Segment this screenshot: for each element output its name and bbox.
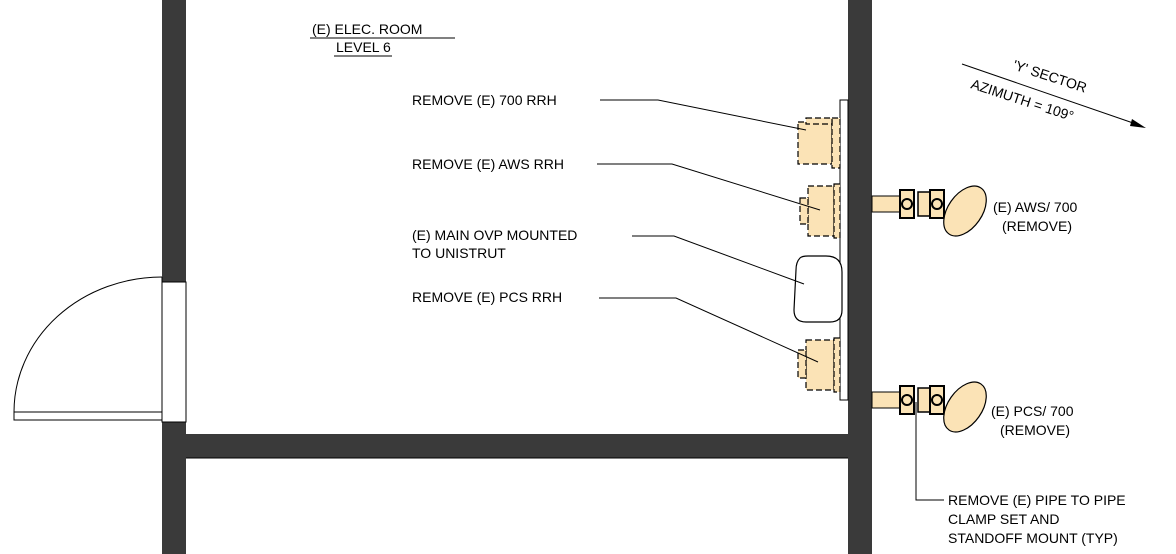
leader-aws-rrh <box>597 163 821 211</box>
callout-remove-700-rrh: REMOVE (E) 700 RRH <box>412 92 557 108</box>
rrh-pcs <box>797 337 841 393</box>
sector-name: 'Y' SECTOR <box>1011 57 1089 96</box>
antenna-aws <box>871 185 987 237</box>
callout-ovp-line2: TO UNISTRUT <box>412 245 506 261</box>
right-wall <box>848 0 872 554</box>
room-name: (E) ELEC. ROOM <box>312 21 422 37</box>
callout-clamp-line1: REMOVE (E) PIPE TO PIPE <box>948 492 1126 508</box>
door-opening <box>161 281 187 423</box>
left-wall-upper <box>162 0 186 282</box>
callout-antenna-pcs-line2: (REMOVE) <box>1000 422 1070 438</box>
door <box>13 276 187 423</box>
main-ovp <box>793 255 843 323</box>
left-wall-lower <box>162 422 186 554</box>
room-title: (E) ELEC. ROOM LEVEL 6 <box>310 21 455 57</box>
callout-antenna-aws-line1: (E) AWS/ 700 <box>993 199 1078 215</box>
callout-remove-aws-rrh: REMOVE (E) AWS RRH <box>412 156 564 172</box>
azimuth-arrow-line <box>961 63 1137 125</box>
callout-antenna-pcs-line1: (E) PCS/ 700 <box>991 403 1074 419</box>
leader-ovp <box>632 235 805 285</box>
callouts: REMOVE (E) 700 RRH REMOVE (E) AWS RRH (E… <box>412 92 1126 546</box>
azimuth-arrowhead <box>1130 119 1146 128</box>
rrh-700 <box>797 117 841 169</box>
unistrut-plate <box>839 99 849 401</box>
door-swing-arc <box>13 276 163 413</box>
sector-annotation: 'Y' SECTOR AZIMUTH = 109° <box>961 57 1146 128</box>
callout-antenna-aws-line2: (REMOVE) <box>1002 218 1072 234</box>
bottom-wall <box>186 434 848 458</box>
rrh-aws <box>799 183 841 239</box>
leader-pcs-rrh <box>599 297 819 363</box>
room-level: LEVEL 6 <box>336 39 391 55</box>
leader-clamp <box>915 402 944 501</box>
callout-clamp-line2: CLAMP SET AND <box>948 511 1060 527</box>
door-leaf <box>13 411 163 421</box>
antenna-pcs <box>871 381 987 433</box>
callout-remove-pcs-rrh: REMOVE (E) PCS RRH <box>412 289 562 305</box>
leader-700-rrh <box>600 99 807 131</box>
walls <box>162 0 872 554</box>
callout-clamp-line3: STANDOFF MOUNT (TYP) <box>948 530 1118 546</box>
callout-ovp-line1: (E) MAIN OVP MOUNTED <box>412 227 577 243</box>
